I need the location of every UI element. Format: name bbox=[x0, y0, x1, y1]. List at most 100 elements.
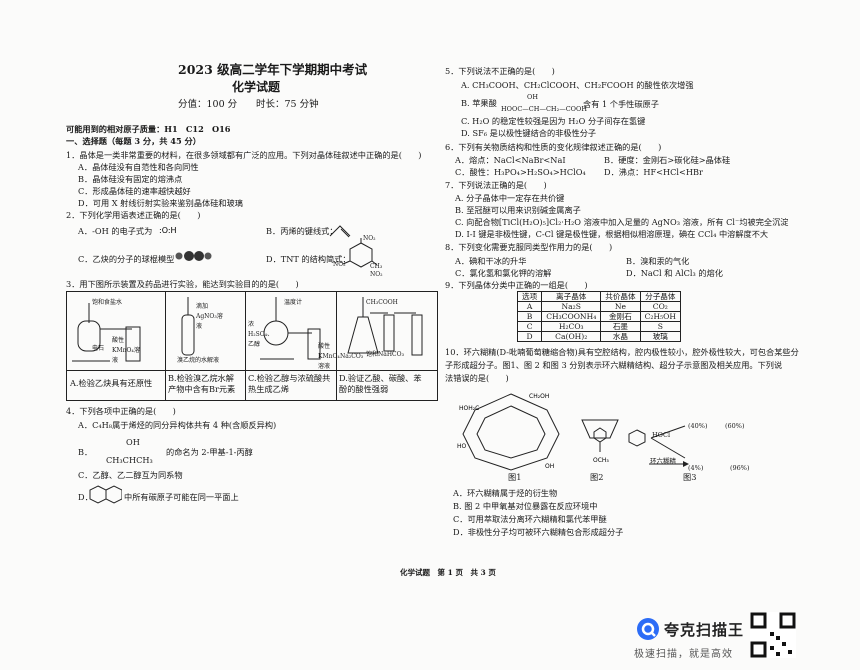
apparatus-a-icon bbox=[72, 303, 141, 362]
q8-option-a: A．碘和干冰的升华 bbox=[455, 256, 527, 266]
table-cell: 金刚石 bbox=[600, 311, 641, 322]
table-header-cell: 离子晶体 bbox=[541, 291, 602, 302]
q5-option-b: B. 苹果酸 bbox=[461, 98, 497, 108]
q4-d-text: 中所有碳原子可能在同一平面上 bbox=[124, 492, 239, 502]
table-cell: Ca(OH)₂ bbox=[541, 331, 602, 342]
q4-option-b: B． bbox=[78, 447, 93, 457]
table-cell: A bbox=[516, 301, 543, 312]
q1-option-a: A．晶体硅没有自范性和各向同性 bbox=[78, 162, 199, 172]
q5-option-c: C. H₂O 的稳定性较强是因为 H₂O 分子间存在氢键 bbox=[461, 116, 646, 126]
q4-b-formula: CH₃CHCH₃ bbox=[106, 455, 153, 465]
svg-text:CH₂OH: CH₂OH bbox=[529, 393, 549, 400]
label-agno3: 滴加AgNO₃溶液 bbox=[196, 303, 223, 330]
table-cell: 水晶 bbox=[600, 331, 641, 342]
q3-option-c-line1: C.检验乙醇与浓硫酸共 bbox=[248, 373, 331, 383]
label-thermometer: 温度计 bbox=[284, 299, 303, 306]
cyclodextrin-ring-icon: HOH₂C CH₂OH HO OH bbox=[457, 393, 560, 471]
scanner-brand: 夸克扫描王 bbox=[664, 621, 745, 639]
q3-option-b-line1: B.检验溴乙烷水解 bbox=[168, 373, 234, 383]
exam-subject: 化学试题 bbox=[232, 80, 281, 94]
q4-b-oh: OH bbox=[126, 437, 140, 447]
q8-option-b: B．溴和汞的气化 bbox=[626, 256, 690, 266]
label-calcium-carbide: 电石 bbox=[92, 345, 105, 352]
table-cell: S bbox=[639, 321, 682, 332]
q1-option-c: C．形成晶体硅的速率越快越好 bbox=[78, 186, 191, 196]
quark-logo-icon bbox=[637, 618, 659, 640]
q1-stem: 1．晶体是一类非常重要的材料，在很多领域都有广泛的应用。下列对晶体硅叙述中正确的… bbox=[66, 150, 422, 160]
section-heading: 一、选择题（每题 3 分，共 45 分） bbox=[66, 136, 201, 146]
q9-stem: 9．下列晶体分类中正确的一组是( ) bbox=[445, 280, 588, 290]
q3-option-d-line1: D.验证乙酸、碳酸、苯 bbox=[339, 373, 422, 383]
exam-score: 分值：100 分 bbox=[178, 99, 238, 110]
label-saturated-brine: 饱和食盐水 bbox=[92, 299, 123, 306]
q2-option-a: A．-OH 的电子式为 bbox=[78, 226, 153, 236]
apparatus-c-icon bbox=[260, 297, 321, 360]
qr-code-icon bbox=[750, 612, 796, 658]
table-header-row: 选项离子晶体共价晶体分子晶体 bbox=[516, 291, 682, 302]
table-cell: H₂CO₃ bbox=[541, 321, 602, 332]
q4-option-d: D． bbox=[78, 492, 93, 502]
table-header-cell: 选项 bbox=[516, 291, 543, 302]
label-kmno4-c: 酸性KMnO₄溶液 bbox=[318, 343, 340, 370]
naphthalene-icon bbox=[89, 485, 122, 504]
q3-option-a: A.检验乙炔具有还原性 bbox=[70, 378, 153, 388]
svg-text:OCH₃: OCH₃ bbox=[593, 457, 609, 464]
table-cell: C bbox=[516, 321, 543, 332]
q7-option-d: D. I-I 键是非极性键，C-Cl 键是极性键，根据相似相溶原理，碘在 CCl… bbox=[455, 229, 769, 239]
atomic-masses: 可能用到的相对原子质量：H1 C12 O16 bbox=[66, 124, 231, 134]
reagent-hocl: HOCl bbox=[652, 431, 671, 439]
table-cell: CO₂ bbox=[639, 301, 682, 312]
table-cell: 石墨 bbox=[600, 321, 641, 332]
label-na2co3: Na₂CO₃ bbox=[340, 353, 364, 360]
q5-b-oh: OH bbox=[527, 93, 538, 101]
q10-stem-line1: 10．环六糊精(D-吡喃葡萄糖缩合物)具有空腔结构，腔内极性较小，腔外极性较大，… bbox=[445, 347, 799, 357]
table-cell: Ne bbox=[600, 301, 641, 312]
label-hydrolysate: 溴乙烷的水解液 bbox=[177, 357, 220, 364]
q10-option-d: D．非极性分子均可被环六糊精包合形成超分子 bbox=[453, 527, 624, 537]
q3-option-b-line2: 产物中含有Br元素 bbox=[168, 384, 236, 394]
tnt-structure-icon bbox=[342, 238, 378, 268]
q5-b-formula: HOOC—CH—CH₂—COOH bbox=[501, 105, 587, 113]
ball-stick-model-icon bbox=[175, 251, 212, 261]
fig2-caption: 图2 bbox=[590, 472, 604, 482]
q3-stem: 3．用下图所示装置及药品进行实验，能达到实验目的的是( ) bbox=[66, 279, 299, 289]
q5-option-d: D. SF₆ 是以极性键结合的非极性分子 bbox=[461, 128, 597, 138]
table-cell: CH₃COONH₄ bbox=[541, 311, 602, 322]
svg-text:OH: OH bbox=[545, 463, 554, 470]
q5-option-a: A. CH₃COOH、CH₂ClCOOH、CH₂FCOOH 的酸性依次增强 bbox=[461, 80, 694, 90]
table-cell: 玻璃 bbox=[639, 331, 682, 342]
q8-option-c: C．氯化氢和氯化钾的溶解 bbox=[455, 268, 552, 278]
label-nahco3: 饱和NaHCO₃ bbox=[366, 351, 404, 358]
svg-text:HO: HO bbox=[457, 443, 467, 450]
table-cell: D bbox=[516, 331, 543, 342]
q6-option-b: B．硬度：金刚石>碳化硅>晶体硅 bbox=[604, 155, 731, 165]
propene-skeletal-icon bbox=[329, 225, 351, 238]
table-cell: Na₂S bbox=[541, 301, 602, 312]
q7-stem: 7．下列说法正确的是( ) bbox=[445, 180, 547, 190]
tnt-no2-top: NO₂ bbox=[363, 235, 376, 242]
page-footer: 化学试题 第 1 页 共 3 页 bbox=[400, 568, 496, 577]
q10-stem-line2: 子形成超分子。图1、图 2 和图 3 分别表示环六糊精结构、超分子示意图及相关应… bbox=[445, 360, 783, 370]
q2-stem: 2．下列化学用语表述正确的是( ) bbox=[66, 210, 201, 220]
q5-b-text: 含有 1 个手性碳原子 bbox=[583, 99, 659, 109]
exam-title: 2023 级高二学年下学期期中考试 bbox=[178, 62, 368, 77]
q7-option-a: A. 分子晶体中一定存在共价键 bbox=[455, 193, 565, 203]
q4-stem: 4．下列各项中正确的是( ) bbox=[66, 406, 176, 416]
q10-stem-line3: 法错误的是( ) bbox=[445, 373, 509, 383]
tnt-no2-left: NO₂ bbox=[333, 261, 346, 268]
catalyst-label: 环六糊精 bbox=[650, 457, 676, 465]
exam-time: 时长：75 分钟 bbox=[256, 99, 319, 110]
yield-96: (96%) bbox=[730, 464, 750, 472]
q2-option-c: C．乙炔的分子的球棍模型 bbox=[78, 254, 175, 264]
yield-40: (40%) bbox=[688, 422, 708, 430]
table-header-cell: 分子晶体 bbox=[639, 291, 682, 302]
fig3-caption: 图3 bbox=[683, 472, 697, 482]
label-conc-h2so4: 浓H₂SO₄、乙醇 bbox=[248, 321, 274, 348]
q4-b-text: 的命名为 2-甲基-1-丙醇 bbox=[166, 447, 253, 457]
q6-option-c: C．酸性：H₃PO₄>H₂SO₄>HClO₄ bbox=[455, 167, 586, 177]
electron-dot-icon: :O:H bbox=[159, 226, 177, 235]
table-cell: B bbox=[516, 311, 543, 322]
